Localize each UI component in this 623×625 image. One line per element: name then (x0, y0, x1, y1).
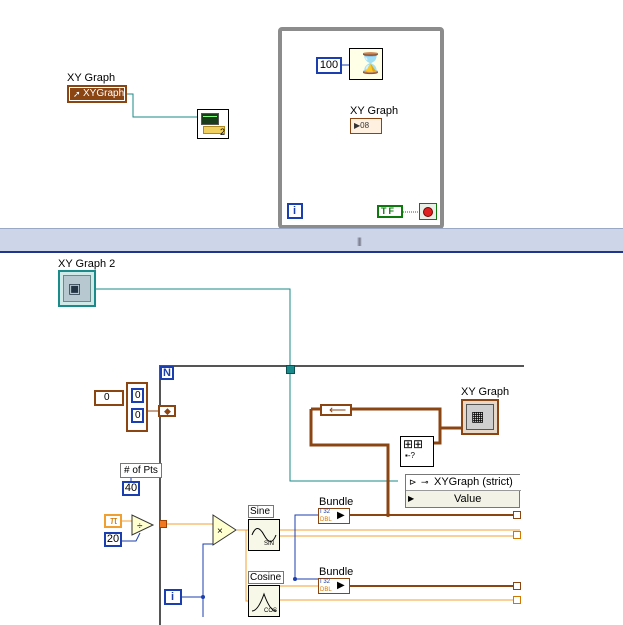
property-node-class: XYGraph (strict) (434, 476, 513, 488)
bundle2-node[interactable]: I 32 DBL ▶ (318, 578, 350, 594)
bottom-panel: XY Graph 2 ▣ N 0 0 0 ◆ # of Pts 40 π 20 … (0, 253, 623, 625)
graph-indicator-icon: ▣ (68, 280, 82, 296)
graph-node-icon[interactable]: 2 (197, 109, 229, 139)
diagram-splitter[interactable]: ||| (0, 228, 623, 252)
shift-register-left[interactable]: ◆ (158, 405, 176, 417)
xy-graph-ref-terminal[interactable]: ➚ XYGraph (67, 85, 127, 103)
splitter-grip-icon: ||| (357, 236, 362, 246)
cosine-function[interactable]: COS (248, 585, 280, 617)
while-loop-xy-graph-node[interactable]: ▶08 (350, 118, 382, 134)
bundle2-label: Bundle (319, 566, 354, 578)
while-loop-xy-graph-label: XY Graph (350, 105, 399, 117)
sine-label-box: Sine (248, 505, 274, 518)
xy-graph2-terminal[interactable]: ▣ (58, 270, 96, 307)
metronome-icon: ⌛ (358, 53, 383, 75)
count-terminal[interactable]: N (160, 366, 174, 380)
xy-graph-icon: ▦ (471, 408, 485, 424)
bottom-wires (96, 288, 520, 617)
xy-graph-indicator[interactable]: ▦ (461, 399, 499, 435)
bundle2-arrow-icon: ▶ (337, 580, 345, 591)
array-element-bottom[interactable]: 0 (131, 408, 144, 423)
divisor-constant[interactable]: 20 (104, 532, 122, 547)
property-node-icon: ⊳ (409, 477, 417, 487)
num-pts-control[interactable]: 40 (122, 481, 140, 496)
pi-constant[interactable]: π (104, 514, 122, 528)
property-node[interactable]: ⊳ ⊸ XYGraph (strict) ▶ Value (405, 474, 521, 508)
feedback-arrow-icon: ⟵ (329, 403, 347, 417)
ref-arrow-icon: ➚ (73, 89, 81, 99)
bundle-arrow-icon: ▶ (337, 510, 345, 521)
property-node-value[interactable]: Value (454, 493, 482, 505)
xy-graph-ref-text: XYGraph (83, 88, 125, 99)
xy-graph-ref-label: XY Graph (67, 72, 116, 84)
ref-tunnel[interactable] (286, 365, 295, 374)
top-wires (127, 64, 419, 213)
svg-text:×: × (217, 526, 223, 537)
cosine-label-box: Cosine (248, 571, 284, 584)
array-element-top[interactable]: 0 (131, 388, 144, 403)
graph-node-index: 2 (220, 127, 226, 137)
cosine-wave-icon (251, 592, 277, 612)
right-tunnel-4[interactable] (513, 596, 521, 604)
property-node-ref-icon: ⊸ (421, 477, 429, 487)
stop-condition-terminal[interactable] (419, 203, 437, 220)
right-tunnel-3[interactable] (513, 582, 521, 590)
pane-divider-line (0, 251, 623, 253)
sine-wave-icon (251, 528, 277, 542)
svg-text:÷: ÷ (137, 521, 143, 532)
bundle1-label: Bundle (319, 496, 354, 508)
shift-register-icon: ◆ (164, 406, 171, 416)
feedback-node[interactable]: ⟵ (320, 403, 352, 417)
right-tunnel-2[interactable] (513, 531, 521, 539)
xy-graph2-label: XY Graph 2 (58, 258, 116, 270)
divide-function[interactable]: ÷ × (0, 253, 623, 617)
sine-function[interactable]: SIN (248, 519, 280, 551)
index-array-constant[interactable]: 0 (94, 390, 124, 406)
for-loop[interactable] (159, 365, 524, 625)
property-value-arrow-icon: ▶ (408, 494, 415, 503)
for-loop-xy-graph-label: XY Graph (461, 386, 510, 398)
right-tunnel-1[interactable] (513, 511, 521, 519)
array-constant[interactable]: 0 0 (126, 382, 148, 432)
while-iteration-terminal[interactable]: i (287, 203, 303, 219)
loop-tunnel-numeric[interactable] (159, 520, 167, 528)
stop-tf-constant[interactable]: TF (377, 205, 403, 218)
wait-ms-constant[interactable]: 100 (316, 57, 342, 74)
array-grid-icon: ⊞⊞ (403, 437, 424, 451)
top-panel: XY Graph ➚ XYGraph 2 100 ⌛ XY Graph ▶08 … (0, 0, 623, 229)
stop-icon (423, 207, 433, 217)
wait-ms-function[interactable]: ⌛ (349, 48, 383, 80)
num-pts-label-box: # of Pts (120, 463, 162, 478)
bundle1-node[interactable]: I 32 DBL ▶ (318, 508, 350, 524)
for-iteration-terminal[interactable]: i (164, 589, 182, 605)
build-array-function[interactable]: ⊞⊞ ▪-? (400, 436, 434, 467)
